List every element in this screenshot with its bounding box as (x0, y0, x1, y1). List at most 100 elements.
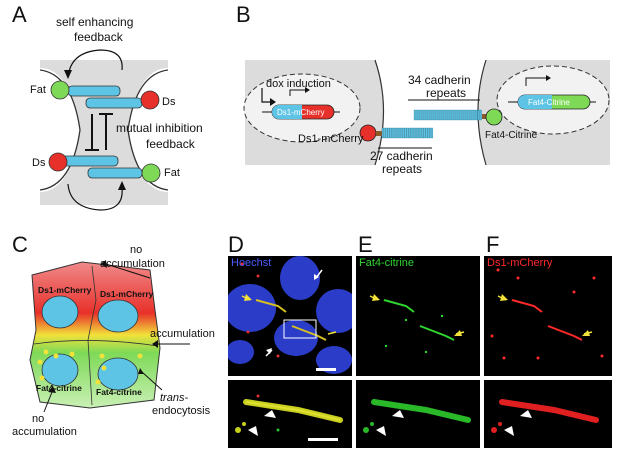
panel-b-ds1-construct-b: mCherry (293, 108, 325, 117)
panel-c-no-acc-top-2: accumulation (100, 258, 165, 270)
cadherin-repeat (469, 109, 472, 121)
cadherin-repeat (419, 127, 422, 139)
panel-e-channel: Fat4-citrine (359, 257, 415, 269)
cadherin-repeat (398, 127, 401, 139)
cadherin-repeat (429, 109, 432, 121)
panel-c-trans-2: endocytosis (152, 405, 211, 417)
cadherin-repeat (425, 109, 428, 121)
panel-c-accumulation: accumulation (150, 328, 215, 340)
cadherin-repeat (425, 127, 428, 139)
panel-a-fat-top: Fat (30, 84, 46, 96)
cadherin-repeat (417, 109, 420, 121)
cadherin-repeat (437, 109, 440, 121)
cadherin-repeat (427, 109, 430, 121)
panel-c-no-acc-bottom-2: accumulation (12, 426, 77, 438)
cadherin-repeat (406, 127, 409, 139)
cadherin-repeat (461, 109, 464, 121)
cadherin-repeat (449, 109, 452, 121)
cadherin-repeat (419, 109, 422, 121)
panel-c-no-acc-bottom-1: no (32, 413, 45, 425)
cadherin-repeat (423, 109, 426, 121)
cadherin-repeat (463, 109, 466, 121)
panel-a-ds-bottom: Ds (32, 157, 46, 169)
cadherin-repeat (410, 127, 413, 139)
cadherin-repeat (433, 109, 436, 121)
cadherin-repeat (439, 109, 442, 121)
cadherin-repeat (465, 109, 468, 121)
cadherin-repeat (389, 127, 392, 139)
cadherin-repeat (443, 109, 446, 121)
cadherin-repeat (447, 109, 450, 121)
panel-c-cell-ds1-b: Ds1-mCherry (100, 289, 154, 299)
cadherin-repeat (400, 127, 403, 139)
cadherin-repeat (381, 127, 384, 139)
panel-d-channel: Hoechst (231, 257, 272, 269)
cadherin-repeat (402, 127, 405, 139)
panel-b-ds1-construct: Ds1-mCherry (277, 107, 325, 119)
panel-c-cell-fat4-b: Fat4-citrine (96, 387, 142, 397)
cadherin-repeat (467, 109, 470, 121)
panel-a-top-text-2: feedback (74, 30, 123, 44)
panel-f-zoom (484, 380, 612, 448)
cadherin-repeat (451, 109, 454, 121)
cadherin-repeat (445, 109, 448, 121)
panel-c-cell-ds1-a: Ds1-mCherry (38, 285, 92, 295)
panel-c-no-acc-top-1: no (130, 244, 143, 256)
panel-b-dox: dox induction (266, 78, 331, 90)
panel-b-repeats27-2: repeats (382, 162, 423, 176)
panel-c-diagram (29, 260, 190, 413)
panel-a-right-text-2: feedback (146, 137, 195, 151)
cadherin-repeat (413, 109, 416, 121)
cadherin-repeat (385, 127, 388, 139)
cadherin-repeat (441, 109, 444, 121)
panel-a-fat-bottom: Fat (164, 167, 180, 179)
cadherin-repeat (427, 127, 430, 139)
cadherin-repeat (455, 109, 458, 121)
cadherin-repeat (414, 127, 416, 139)
panel-c-label: C (12, 232, 28, 257)
panel-b-fat4-construct: Fat4-Citrine (528, 97, 570, 109)
panel-e-label: E (358, 232, 373, 257)
panel-d-label: D (228, 232, 244, 257)
cadherin-repeat (453, 109, 456, 121)
panel-b-ds1-construct-a: Ds1- (277, 108, 294, 117)
panel-c-trans-1: trans- (160, 392, 189, 404)
cadherin-repeat (429, 127, 432, 139)
cadherin-repeat (457, 109, 460, 121)
panel-b-fat4-label: Fat4-Citrine (485, 130, 538, 141)
panel-e-image: Fat4-citrine (356, 256, 480, 376)
cadherin-repeat (393, 127, 396, 139)
cadherin-repeat (408, 127, 411, 139)
cadherin-repeat (391, 127, 394, 139)
cadherin-repeat (415, 109, 418, 121)
cadherin-repeat (397, 127, 399, 139)
panel-a-top-text-1: self enhancing (56, 15, 134, 29)
cadherin-repeat (475, 109, 478, 121)
cadherin-repeat (404, 127, 407, 139)
panel-a-diagram (39, 49, 169, 211)
cadherin-repeat (416, 127, 418, 139)
panel-b-fat4-construct-a: Fat4- (528, 98, 547, 107)
cadherin-repeat (431, 109, 434, 121)
cadherin-repeat (383, 127, 386, 139)
panel-b-repeats34-2: repeats (426, 86, 467, 100)
cadherin-repeat (435, 109, 438, 121)
cadherin-repeat (473, 109, 476, 121)
panel-d-image: Hoechst (228, 256, 352, 376)
panel-b-label: B (236, 2, 251, 27)
panel-b-fat4-construct-b: Citrine (546, 98, 570, 107)
cadherin-repeat (387, 127, 390, 139)
panel-c-cell-fat4-a: Fat4-citrine (36, 383, 82, 393)
cadherin-repeat (471, 109, 474, 121)
cadherin-repeat (421, 109, 424, 121)
cadherin-repeat (395, 127, 397, 139)
panel-f-label: F (486, 232, 500, 257)
panel-f-image: Ds1-mCherry (484, 256, 612, 376)
panel-a-right-text-1: mutual inhibition (116, 121, 203, 135)
panel-a-ds-top: Ds (162, 96, 176, 108)
panel-b-repeats27-1: 27 cadherin (370, 149, 433, 163)
panel-b-ds1-label: Ds1-mCherry (298, 133, 364, 145)
panel-a-label: A (12, 2, 27, 27)
cadherin-repeat (412, 127, 415, 139)
panel-b-diagram (243, 59, 610, 166)
